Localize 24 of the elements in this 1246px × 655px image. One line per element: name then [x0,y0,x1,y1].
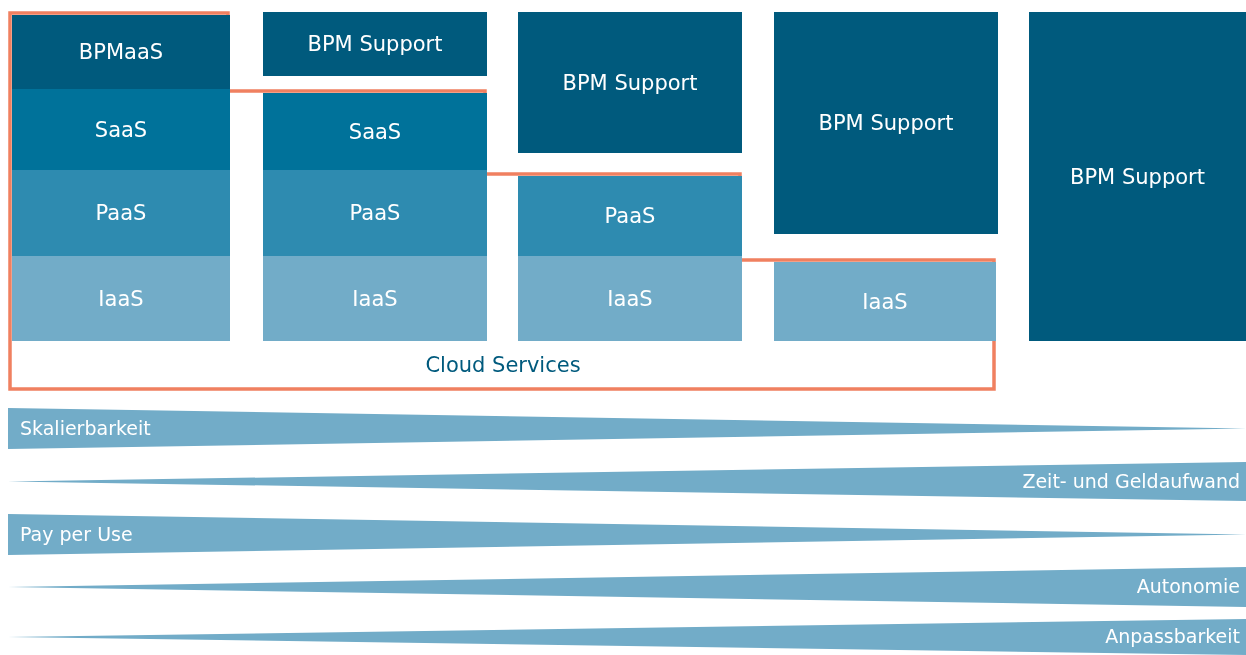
layer-box: PaaS [12,170,230,256]
group-label: Cloud Services [424,353,582,377]
layer-box: SaaS [12,89,230,170]
scale-band [8,462,1246,501]
layer-box: IaaS [12,256,230,341]
layer-box: PaaS [518,176,742,256]
band-label: Zeit- und Geldaufwand [1022,469,1240,492]
band-label: Anpassbarkeit [1105,625,1240,647]
scale-band [8,408,1246,449]
layer-box: BPM Support [263,12,487,76]
scale-band [8,514,1246,555]
band-label: Pay per Use [20,522,133,545]
layer-box: IaaS [518,256,742,341]
layer-box: BPMaaS [12,15,230,89]
layer-box: PaaS [263,170,487,256]
group-outline [8,13,998,391]
layer-box: BPM Support [774,12,998,234]
layer-box: BPM Support [1029,12,1246,341]
layer-box: IaaS [774,262,996,341]
layer-box: IaaS [263,256,487,341]
band-label: Autonomie [1136,575,1240,597]
layer-box: BPM Support [518,12,742,153]
layer-box: SaaS [263,93,487,170]
band-label: Skalierbarkeit [20,416,151,439]
